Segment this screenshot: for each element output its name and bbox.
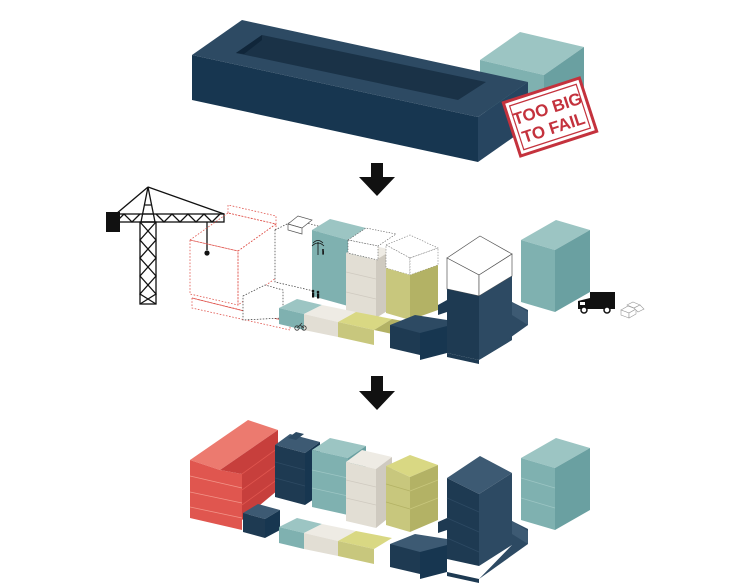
down-arrow-icon bbox=[359, 163, 395, 196]
navy-tower bbox=[447, 236, 512, 360]
stage-3-fragmented bbox=[190, 420, 590, 583]
olive-block-mid bbox=[386, 455, 438, 532]
crane-hook bbox=[204, 250, 209, 255]
teal-cube-right bbox=[521, 220, 590, 312]
teal-cube-right-stage-3 bbox=[521, 438, 590, 530]
olive-block bbox=[386, 235, 438, 320]
down-arrow-icon bbox=[359, 376, 395, 410]
stage-2-transition bbox=[106, 187, 644, 364]
stage-1-monolith: TOO BIG TO FAIL bbox=[192, 20, 597, 162]
cream-block-mid bbox=[346, 450, 392, 528]
crane-icon bbox=[116, 187, 224, 304]
navy-tower-stage-3 bbox=[447, 456, 512, 566]
boxes-icon bbox=[621, 302, 644, 318]
crane-counterweight bbox=[106, 212, 120, 232]
